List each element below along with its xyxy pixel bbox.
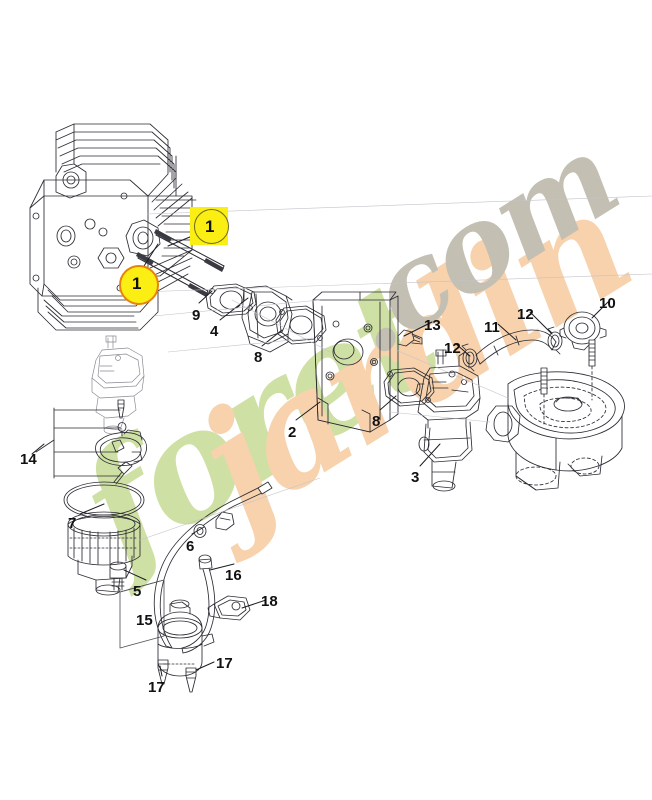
breather-valve-illustration (559, 311, 607, 351)
callout-14: 14 (20, 451, 37, 468)
callout-1-upper: 1 (205, 217, 215, 236)
callout-8-upper: 8 (254, 349, 263, 366)
parts-group-bracket (35, 407, 121, 479)
callout-5: 5 (133, 583, 142, 600)
callout-13: 13 (424, 317, 441, 334)
callout-8-lower: 8 (372, 413, 381, 430)
ghost-carburetor-illustration (91, 335, 145, 435)
highlight-circle-1[interactable] (119, 265, 159, 305)
heat-shield-illustration (312, 291, 399, 433)
air-cleaner-stud-left (540, 367, 548, 425)
flange-bolt-illustration (397, 329, 423, 347)
breather-hose-illustration (475, 329, 557, 365)
callout-17-left: 17 (148, 679, 165, 696)
float-illustration (95, 429, 147, 466)
callout-12-left: 12 (444, 340, 461, 357)
fuel-connector-illustration (207, 595, 251, 621)
callout-15: 15 (136, 612, 153, 629)
callout-2: 2 (288, 424, 297, 441)
callout-9: 9 (192, 307, 201, 324)
callout-16: 16 (225, 567, 242, 584)
fuel-pump-illustration (157, 599, 215, 677)
highlight-square-1-ring (194, 209, 229, 244)
callout-10: 10 (599, 295, 616, 312)
screw-17-right-illustration (185, 667, 197, 693)
filter-screen-illustration (67, 511, 141, 596)
callout-7: 7 (68, 515, 77, 532)
callout-4: 4 (210, 323, 219, 340)
gasket-upper-illustration (275, 305, 327, 345)
cylinder-head-illustration (29, 123, 201, 331)
carburetor-adapter-gasket (485, 405, 521, 443)
callout-6: 6 (186, 538, 195, 555)
air-cleaner-stud-right (588, 339, 596, 401)
leader-lines (31, 231, 609, 677)
group-15-bracket (119, 579, 165, 649)
callout-3: 3 (411, 469, 420, 486)
callout-18: 18 (261, 593, 278, 610)
fuel-line-illustration (153, 481, 273, 649)
drain-screw-illustration (109, 561, 127, 591)
callout-17-right: 17 (216, 655, 233, 672)
hose-clamp-right-illustration (547, 326, 563, 355)
main-jet-illustration (113, 461, 133, 485)
gasket-lower-illustration (383, 367, 435, 407)
hose-clamp-left-illustration (461, 343, 478, 372)
float-pin-illustration (117, 422, 127, 437)
fuel-hose-16-illustration (181, 554, 216, 654)
construction-lines (139, 195, 652, 541)
needle-valve-illustration (117, 399, 125, 419)
callout-1-lower: 1 (132, 274, 142, 293)
air-cleaner-base-illustration (507, 371, 625, 491)
bowl-o-ring-illustration (63, 481, 145, 519)
carburetor-illustration (415, 349, 481, 492)
callout-11: 11 (484, 319, 500, 336)
callout-12-right: 12 (517, 306, 534, 323)
